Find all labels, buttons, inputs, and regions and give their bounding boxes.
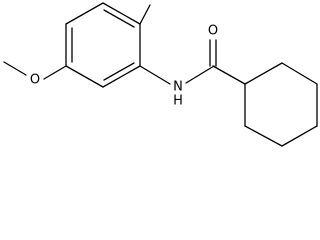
carbonyl-cyclohexyl-bond bbox=[212, 65, 246, 85]
chemical-structure-diagram: O N H O bbox=[3, 2, 318, 147]
cyclohexane-ring bbox=[244, 62, 318, 147]
benzene-ring bbox=[65, 2, 141, 88]
n-carbonyl-bond bbox=[185, 65, 215, 84]
ring-bond-right-lower bbox=[102, 65, 141, 88]
cyclohexane-bond-5 bbox=[244, 125, 283, 147]
amide-hydrogen-label: H bbox=[173, 94, 183, 109]
cyclohexane-bond-4 bbox=[281, 125, 318, 147]
methyl-bond bbox=[139, 4, 151, 25]
ring-bond-bottom bbox=[65, 65, 104, 88]
cyclohexane-bond-1 bbox=[244, 62, 283, 85]
ring-double-bond-top bbox=[103, 9, 135, 28]
amide-nitrogen-label: N bbox=[173, 80, 183, 95]
ring-double-bond-lower-right bbox=[103, 62, 135, 81]
cyclohexane-bond-2 bbox=[281, 62, 318, 85]
ring-bond-top bbox=[102, 2, 141, 25]
ring-n-bond bbox=[139, 65, 171, 85]
methoxy-bond-o-methyl bbox=[3, 61, 27, 76]
ring-bond-top-left bbox=[65, 2, 104, 25]
carbonyl-oxygen-label: O bbox=[208, 24, 218, 39]
methoxy-bond-ring-o bbox=[43, 65, 67, 80]
methoxy-oxygen-label: O bbox=[30, 73, 40, 88]
